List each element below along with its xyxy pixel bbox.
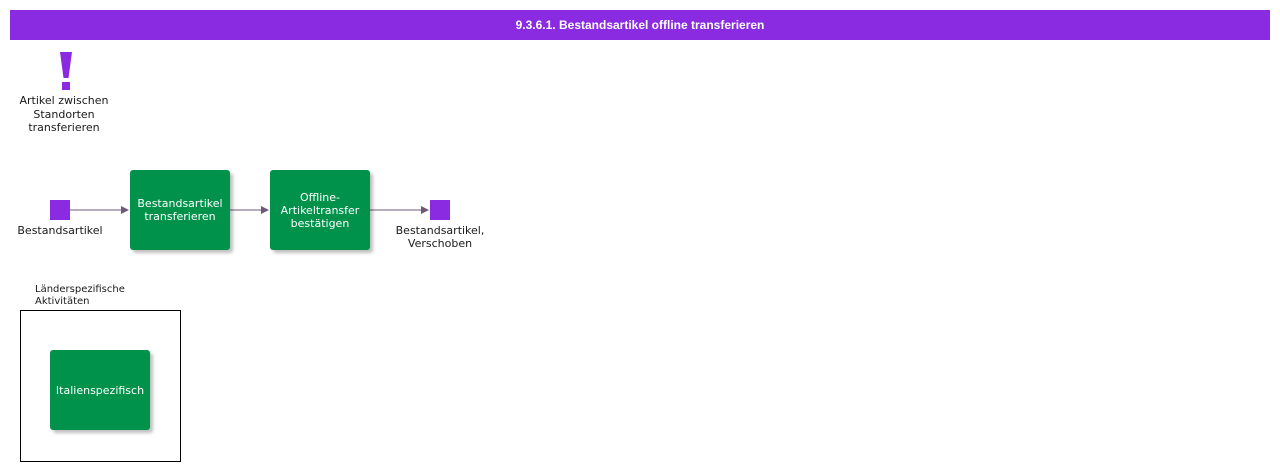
function-label: Offline- Artikeltransfer bestätigen <box>280 190 360 230</box>
function-label: Italienspezifisch <box>55 383 145 397</box>
end-event[interactable] <box>430 200 450 220</box>
diagram-title: 9.3.6.1. Bestandsartikel offline transfe… <box>10 10 1270 40</box>
end-event-label: Bestandsartikel, Verschoben <box>395 224 485 250</box>
trigger-label: Artikel zwischen Standorten transferiere… <box>19 94 109 134</box>
start-event[interactable] <box>50 200 70 220</box>
function-bestandsartikel-transferieren[interactable]: Bestandsartikel transferieren <box>130 170 230 250</box>
function-offline-artikeltransfer-bestaetigen[interactable]: Offline- Artikeltransfer bestätigen <box>270 170 370 250</box>
function-label: Bestandsartikel transferieren <box>137 197 223 223</box>
function-italienspezifisch[interactable]: Italienspezifisch <box>50 350 150 430</box>
exclamation-icon <box>60 52 72 90</box>
group-title: Länderspezifische Aktivitäten <box>35 284 125 307</box>
start-event-label: Bestandsartikel <box>17 224 103 237</box>
